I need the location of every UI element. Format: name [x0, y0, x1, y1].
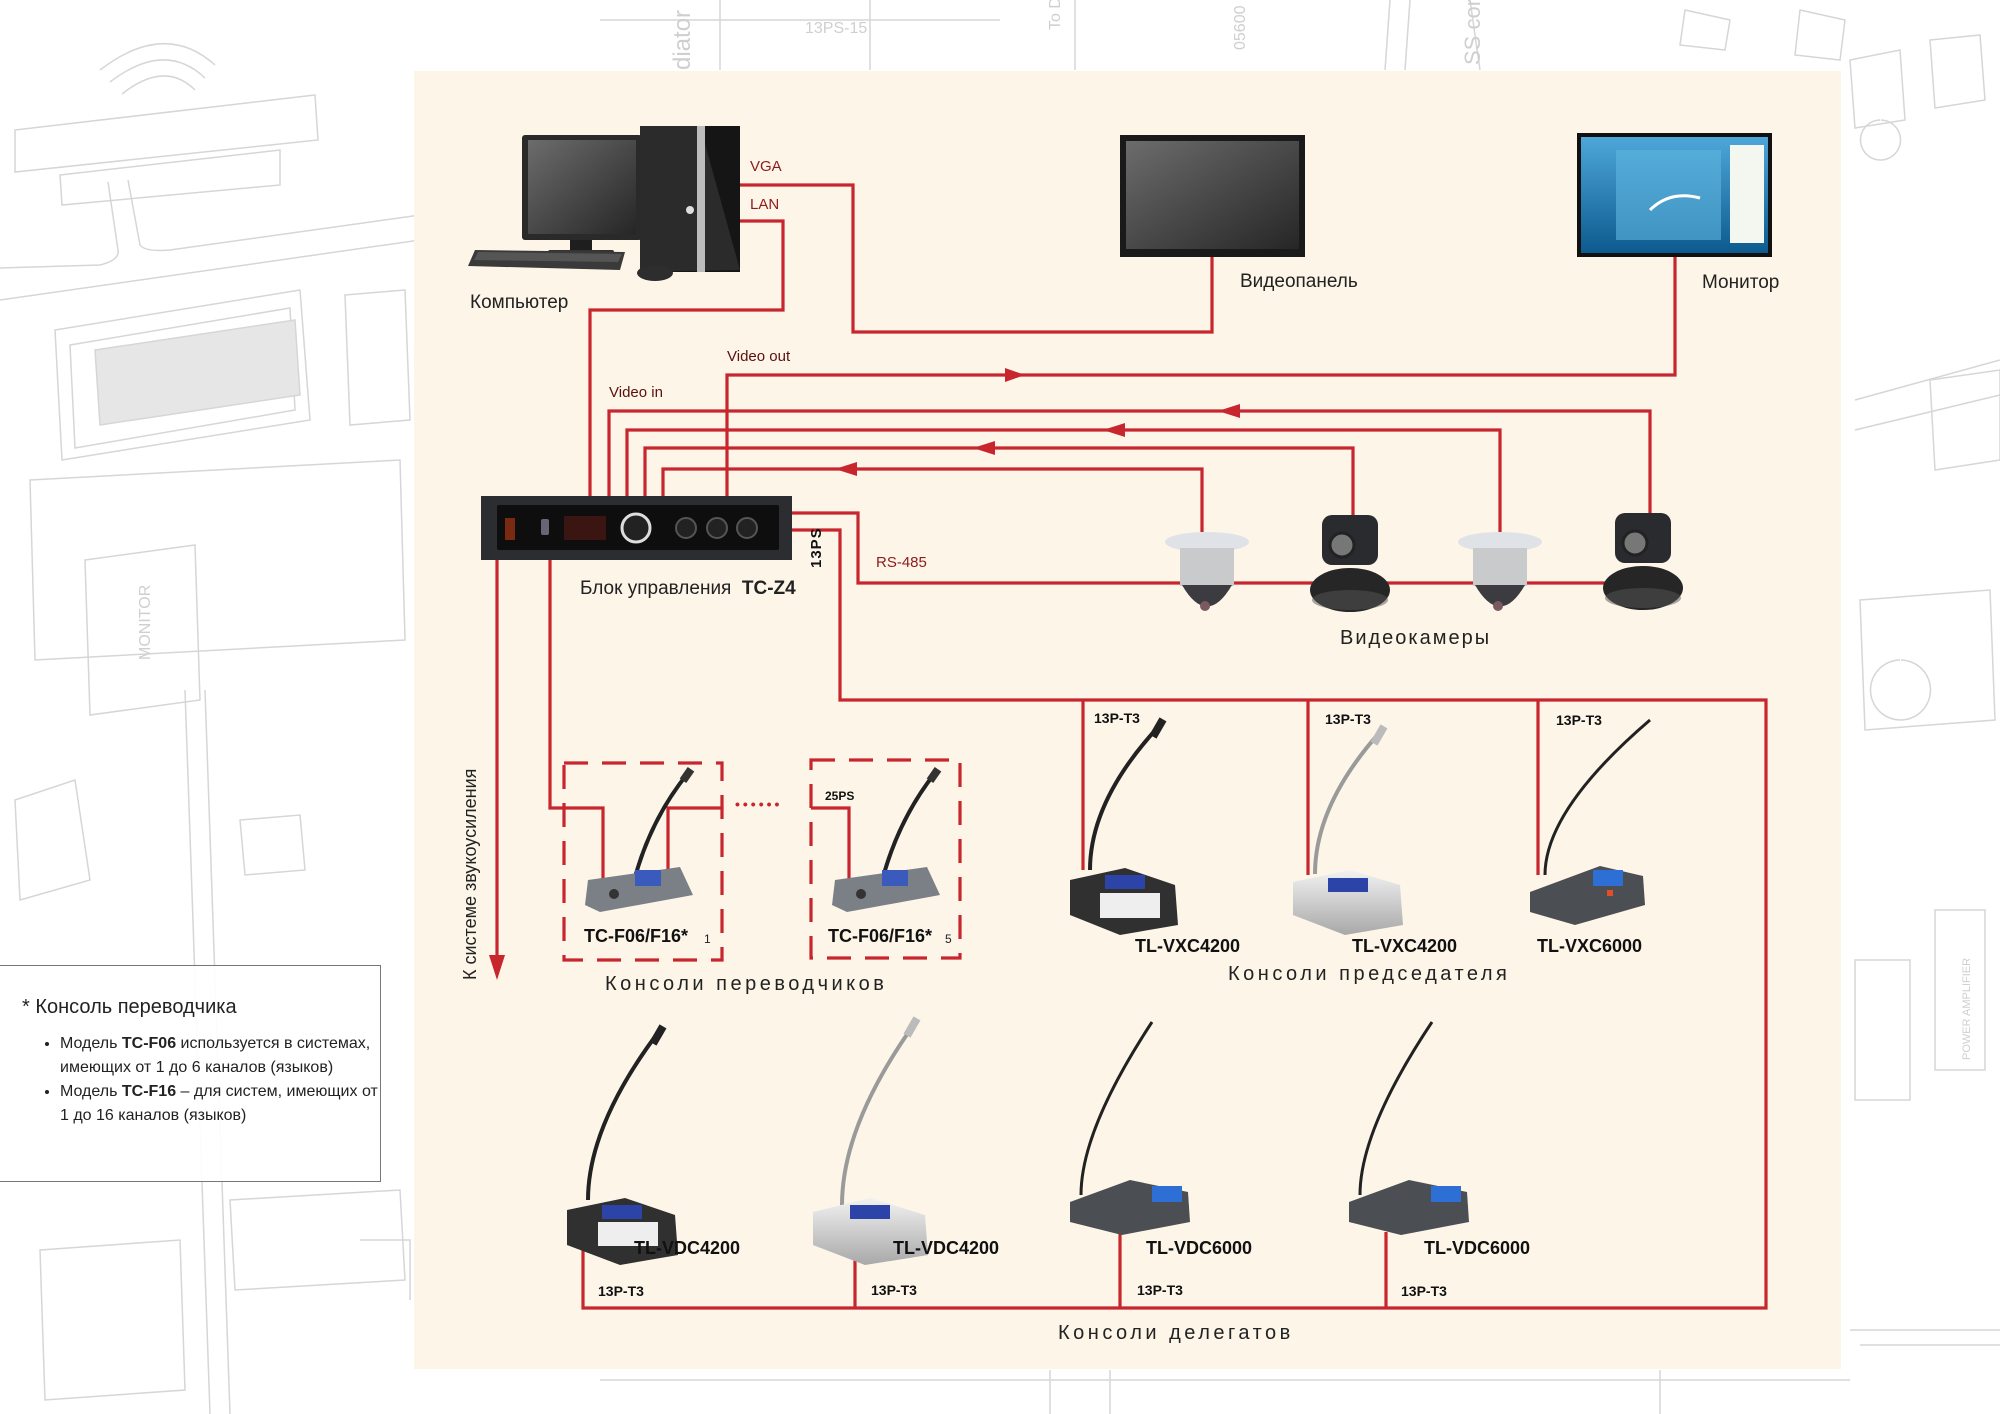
translator-link-dots: ••••••	[735, 796, 783, 812]
chairman-console-icon-2	[1293, 724, 1403, 935]
chairman-cable-3: 13P-T3	[1556, 712, 1602, 728]
videopanel-label: Видеопанель	[1240, 271, 1358, 292]
chairman-group-label: Консоли председателя	[1228, 963, 1511, 985]
lan-cable	[588, 219, 785, 497]
translator-index-5: 5	[945, 932, 952, 946]
sound-system-label: К системе звукоусиления	[460, 768, 480, 980]
dome-camera-icon-1	[1165, 532, 1249, 611]
control-unit-name: Блок управления	[580, 578, 732, 599]
arrow-video-in-2	[973, 441, 995, 455]
translator-cable-link-1	[666, 806, 722, 880]
note-item-1-prefix: Модель	[60, 1035, 122, 1052]
rs485-label: RS-485	[876, 554, 927, 571]
cameras-label: Видеокамеры	[1340, 627, 1492, 649]
note-item-2: Модель TC-F16 – для систем, имеющих от 1…	[60, 1080, 390, 1128]
arrow-sound-system	[489, 955, 505, 980]
chairman-cable-1: 13P-T3	[1094, 710, 1140, 726]
delegate-model-4: TL-VDC6000	[1424, 1238, 1531, 1258]
translator-cable-in	[548, 560, 605, 880]
vga-cable	[740, 183, 1214, 334]
delegate-console-icon-3	[1070, 1021, 1190, 1235]
delegate-model-1: TL-VDC4200	[634, 1238, 741, 1258]
note-item-2-prefix: Модель	[60, 1083, 122, 1100]
chairman-model-1: TL-VXC4200	[1135, 936, 1241, 956]
vga-label: VGA	[750, 158, 782, 175]
translator-cable-link-2	[811, 806, 851, 880]
delegate-model-2: TL-VDC4200	[893, 1238, 1000, 1258]
control-unit-icon	[481, 496, 792, 560]
note-item-2-suffix: – для систем, имеющих от 1 до 16 каналов…	[60, 1083, 378, 1124]
svg-text:POWER AMPLIFIER: POWER AMPLIFIER	[1961, 958, 1973, 1060]
note-item-1-suffix: используется в системах, имеющих от 1 до…	[60, 1035, 371, 1076]
arrow-video-out	[1005, 368, 1025, 382]
delegate-cable-3: 13P-T3	[1137, 1282, 1183, 1298]
translator-console-icon-1	[585, 766, 695, 912]
translator-box-1	[562, 761, 724, 962]
delegate-cable-2: 13P-T3	[871, 1282, 917, 1298]
video-in-cable-4	[607, 409, 1652, 515]
chairman-model-3: TL-VXC6000	[1537, 936, 1643, 956]
svg-text:MONITOR: MONITOR	[137, 585, 154, 660]
delegate-cable-4: 13P-T3	[1401, 1283, 1447, 1299]
chairman-cable-2: 13P-T3	[1325, 711, 1371, 727]
arrow-video-in-4	[1218, 404, 1240, 418]
diagram-panel	[414, 71, 1841, 1369]
svg-text:diator: diator	[669, 10, 696, 70]
lan-label: LAN	[750, 196, 780, 213]
note-list: Модель TC-F06 используется в системах, и…	[40, 1032, 390, 1128]
translator-box-5	[809, 758, 962, 960]
delegate-cable-1: 13P-T3	[598, 1283, 644, 1299]
delegate-group-label: Консоли делегатов	[1058, 1322, 1294, 1344]
flat-panel-display-icon	[1120, 135, 1305, 257]
desktop-computer-icon	[468, 126, 740, 281]
computer-label: Компьютер	[470, 292, 569, 313]
svg-text:05600: 05600	[1232, 5, 1249, 50]
monitor-icon	[1577, 133, 1772, 257]
delegate-console-icon-2	[813, 1016, 928, 1265]
ptz-camera-icon-2	[1310, 515, 1390, 612]
chairman-model-2: TL-VXC4200	[1352, 936, 1458, 956]
svg-text:SS con: SS con	[1460, 0, 1485, 65]
delegate-console-icon-4	[1349, 1021, 1469, 1235]
bus-13ps-label: 13PS	[808, 527, 825, 568]
control-unit-label: Блок управления TC-Z4	[580, 578, 796, 600]
arrow-video-in-1	[835, 462, 857, 476]
video-out-cable	[725, 255, 1677, 497]
note-item-1: Модель TC-F06 используется в системах, и…	[60, 1032, 390, 1080]
monitor-label: Монитор	[1702, 272, 1780, 293]
delegate-model-3: TL-VDC6000	[1146, 1238, 1253, 1258]
chairman-console-icon-1	[1070, 717, 1178, 935]
video-in-label: Video in	[609, 384, 663, 401]
video-in-cable-3	[625, 428, 1502, 532]
video-in-cable-1	[661, 467, 1204, 532]
svg-text:To De: To De	[1047, 0, 1064, 30]
chairman-console-icon-3	[1530, 718, 1651, 925]
ptz-camera-icon-4	[1603, 513, 1683, 610]
translator-console-icon-5	[832, 766, 942, 912]
translator-index-1: 1	[704, 932, 711, 946]
note-title: * Консоль переводчика	[22, 996, 237, 1018]
delegate-console-icon-1	[567, 1024, 678, 1265]
arrow-video-in-3	[1103, 423, 1125, 437]
translator-group-label: Консоли переводчиков	[605, 973, 888, 995]
translator-model-1: TC-F06/F16*	[584, 926, 689, 946]
svg-text:13PS-15: 13PS-15	[805, 20, 867, 37]
translator-model-5: TC-F06/F16*	[828, 926, 933, 946]
control-unit-model: TC-Z4	[741, 578, 796, 599]
note-item-1-model: TC-F06	[121, 1035, 177, 1052]
note-item-2-model: TC-F16	[121, 1083, 177, 1100]
dome-camera-icon-3	[1458, 532, 1542, 611]
bus-13ps	[581, 528, 1768, 1310]
rs485-cable	[792, 511, 1660, 585]
video-out-label: Video out	[727, 348, 791, 365]
bus-25ps-label: 25PS	[825, 789, 855, 803]
video-in-cable-2	[643, 446, 1355, 515]
translator-console-note: * Консоль переводчика Модель TC-F06 испо…	[0, 965, 381, 1182]
